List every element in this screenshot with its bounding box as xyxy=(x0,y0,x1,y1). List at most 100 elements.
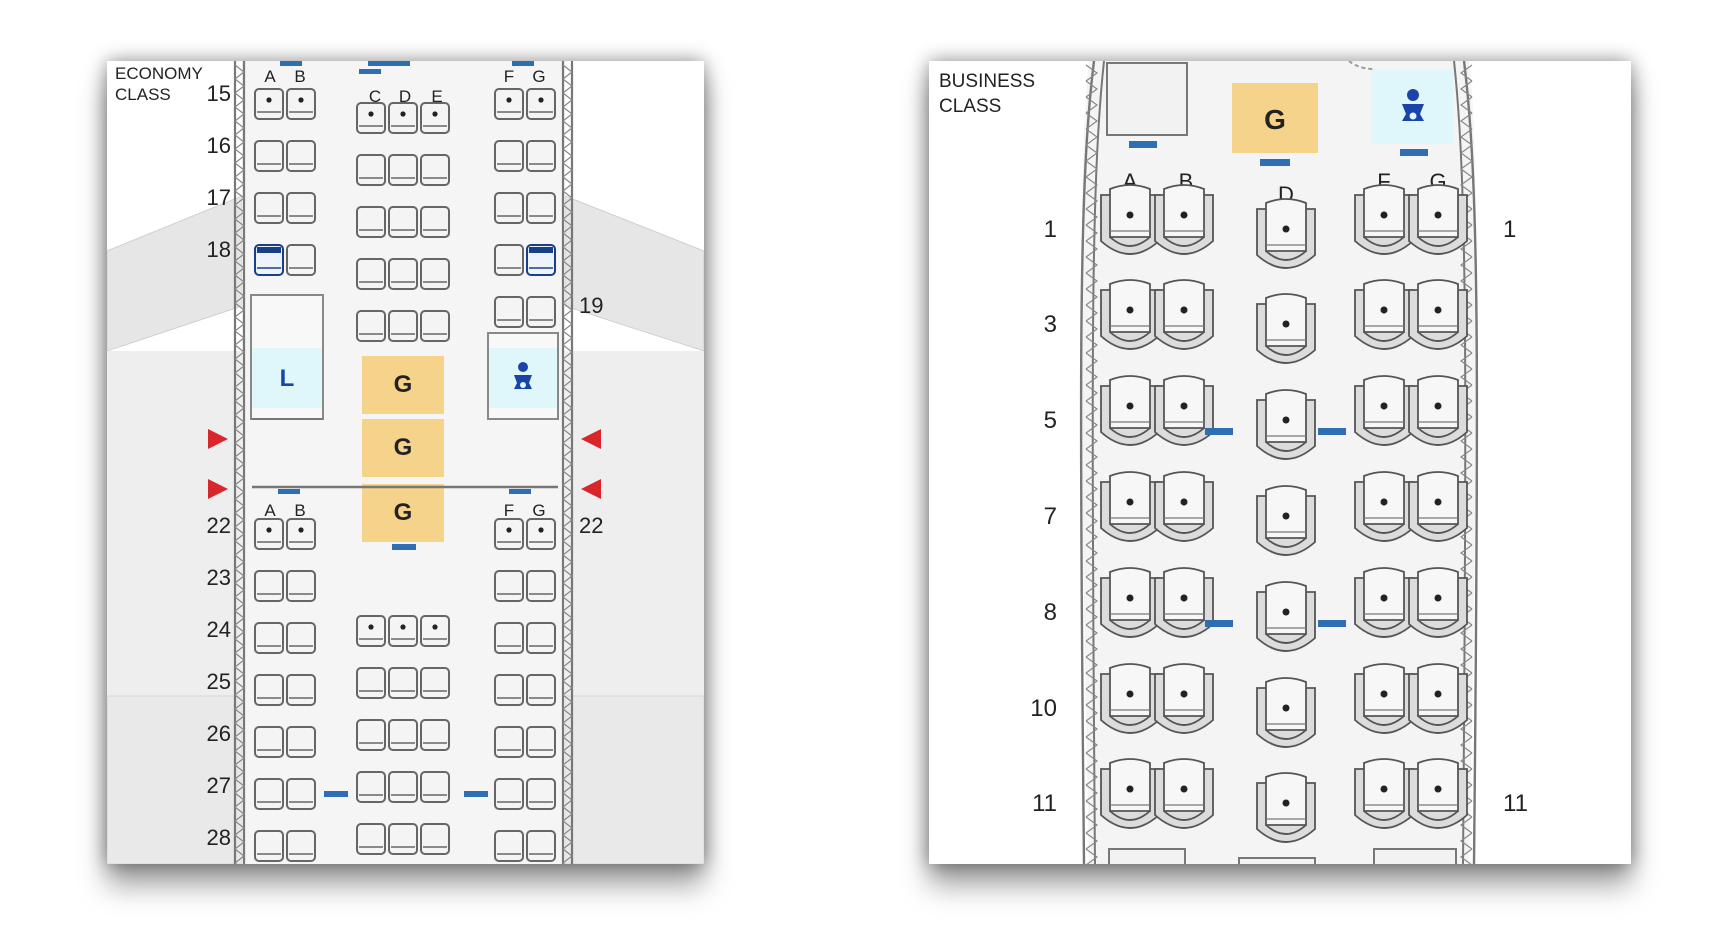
seat[interactable] xyxy=(286,140,316,172)
seat[interactable] xyxy=(356,310,386,342)
galley[interactable] xyxy=(362,419,444,477)
seat[interactable] xyxy=(356,258,386,290)
lavatory[interactable] xyxy=(252,348,322,408)
seat[interactable] xyxy=(420,206,450,238)
seat[interactable] xyxy=(254,570,284,602)
seat[interactable] xyxy=(494,830,524,862)
seat[interactable] xyxy=(286,622,316,654)
seat[interactable] xyxy=(388,258,418,290)
seat[interactable] xyxy=(356,719,386,751)
seat[interactable] xyxy=(254,140,284,172)
seat[interactable] xyxy=(1408,471,1468,542)
seat[interactable] xyxy=(388,823,418,855)
seat[interactable] xyxy=(286,244,316,276)
seat[interactable] xyxy=(494,518,524,550)
seat[interactable] xyxy=(1354,663,1414,734)
seat[interactable] xyxy=(388,310,418,342)
exit-arrow-right-icon[interactable] xyxy=(208,479,228,499)
seat[interactable] xyxy=(356,102,386,134)
seat[interactable] xyxy=(388,154,418,186)
seat[interactable] xyxy=(1408,663,1468,734)
seat[interactable] xyxy=(1256,581,1316,652)
seat[interactable] xyxy=(254,88,284,120)
seat[interactable] xyxy=(494,296,524,328)
seat[interactable] xyxy=(526,778,556,810)
seat[interactable] xyxy=(526,830,556,862)
seat[interactable] xyxy=(286,778,316,810)
seat[interactable] xyxy=(1100,471,1160,542)
seat[interactable] xyxy=(1100,279,1160,350)
seat[interactable] xyxy=(356,823,386,855)
seat[interactable] xyxy=(494,88,524,120)
seat[interactable] xyxy=(388,615,418,647)
seat[interactable] xyxy=(356,667,386,699)
seat[interactable] xyxy=(526,192,556,224)
seat[interactable] xyxy=(1154,567,1214,638)
seat[interactable] xyxy=(1354,758,1414,829)
seat[interactable] xyxy=(388,667,418,699)
seat[interactable] xyxy=(254,622,284,654)
seat[interactable] xyxy=(526,622,556,654)
seat[interactable] xyxy=(526,570,556,602)
seat[interactable] xyxy=(1408,279,1468,350)
seat[interactable] xyxy=(254,830,284,862)
seat[interactable] xyxy=(1154,663,1214,734)
seat[interactable] xyxy=(1354,567,1414,638)
galley[interactable] xyxy=(1232,83,1318,153)
seat[interactable] xyxy=(1100,375,1160,446)
seat[interactable] xyxy=(286,674,316,706)
seat[interactable] xyxy=(1354,375,1414,446)
seat[interactable] xyxy=(420,258,450,290)
seat[interactable] xyxy=(388,719,418,751)
seat[interactable] xyxy=(494,726,524,758)
seat[interactable] xyxy=(254,674,284,706)
seat[interactable] xyxy=(388,771,418,803)
seat[interactable] xyxy=(254,726,284,758)
seat[interactable] xyxy=(526,140,556,172)
seat[interactable] xyxy=(420,771,450,803)
seat[interactable] xyxy=(526,674,556,706)
seat[interactable] xyxy=(494,778,524,810)
seat[interactable] xyxy=(1354,184,1414,255)
seat[interactable] xyxy=(1100,663,1160,734)
exit-arrow-left-icon[interactable] xyxy=(581,429,601,449)
seat[interactable] xyxy=(1100,758,1160,829)
seat[interactable] xyxy=(1408,567,1468,638)
seat[interactable] xyxy=(1256,772,1316,843)
seat[interactable] xyxy=(1100,567,1160,638)
seat[interactable] xyxy=(1154,375,1214,446)
seat[interactable] xyxy=(526,244,556,276)
seat[interactable] xyxy=(494,622,524,654)
seat[interactable] xyxy=(356,154,386,186)
seat[interactable] xyxy=(420,310,450,342)
seat[interactable] xyxy=(356,771,386,803)
seat[interactable] xyxy=(420,719,450,751)
seat[interactable] xyxy=(1100,184,1160,255)
seat[interactable] xyxy=(1354,279,1414,350)
seat[interactable] xyxy=(286,830,316,862)
seat[interactable] xyxy=(420,667,450,699)
seat[interactable] xyxy=(1154,184,1214,255)
seat[interactable] xyxy=(526,88,556,120)
seat[interactable] xyxy=(1408,184,1468,255)
seat[interactable] xyxy=(494,140,524,172)
seat[interactable] xyxy=(286,518,316,550)
seat[interactable] xyxy=(286,570,316,602)
seat[interactable] xyxy=(388,206,418,238)
seat[interactable] xyxy=(526,518,556,550)
exit-arrow-right-icon[interactable] xyxy=(208,429,228,449)
seat[interactable] xyxy=(1154,758,1214,829)
galley[interactable] xyxy=(362,356,444,414)
seat[interactable] xyxy=(526,726,556,758)
seat[interactable] xyxy=(494,570,524,602)
galley[interactable] xyxy=(362,484,444,542)
seat[interactable] xyxy=(1154,471,1214,542)
seat[interactable] xyxy=(420,615,450,647)
exit-arrow-left-icon[interactable] xyxy=(581,479,601,499)
seat[interactable] xyxy=(254,192,284,224)
seat[interactable] xyxy=(356,615,386,647)
seat[interactable] xyxy=(286,726,316,758)
seat[interactable] xyxy=(526,296,556,328)
seat[interactable] xyxy=(420,154,450,186)
seat[interactable] xyxy=(1354,471,1414,542)
